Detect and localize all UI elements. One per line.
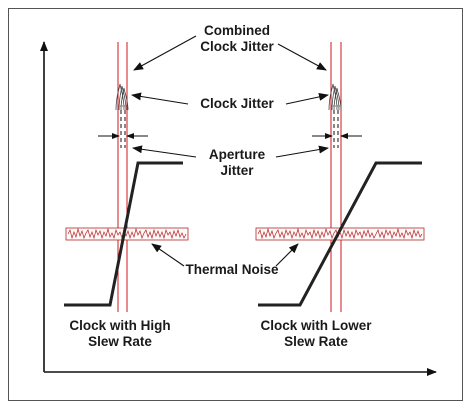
clock-jitter-arrow-left bbox=[131, 92, 189, 105]
clock-jitter-glyph bbox=[115, 83, 129, 111]
aperture-jitter-arrow-right bbox=[275, 145, 329, 158]
thermal-noise-arrow-right bbox=[275, 243, 299, 267]
combined-jitter-arrow-left bbox=[133, 35, 197, 71]
high-slew-clock-waveform bbox=[64, 161, 183, 307]
combined-jitter-arrow-right bbox=[277, 43, 327, 71]
low-slew-label-line1: Clock with Lower bbox=[260, 318, 372, 333]
thermal-noise-arrow-left bbox=[151, 243, 185, 267]
aperture-jitter-label-line1: Aperture bbox=[209, 147, 266, 162]
combined-jitter-label-line1: Combined bbox=[204, 23, 270, 38]
aperture-jitter-arrow-left bbox=[132, 145, 197, 158]
combined-jitter-label-line2: Clock Jitter bbox=[200, 39, 274, 54]
clock-jitter-label: Clock Jitter bbox=[200, 96, 274, 111]
high-slew-label-line1: Clock with High bbox=[69, 318, 170, 333]
clock-jitter-glyph bbox=[328, 83, 342, 111]
thermal-noise-trace bbox=[67, 227, 187, 240]
annotation-arrows bbox=[98, 35, 362, 267]
aperture-jitter-label-line2: Jitter bbox=[220, 163, 254, 178]
low-slew-clock-waveform bbox=[258, 161, 422, 307]
high-slew-clock-group bbox=[64, 42, 189, 312]
low-slew-clock-group bbox=[255, 42, 425, 312]
low-slew-label-line2: Slew Rate bbox=[284, 334, 348, 349]
clock-jitter-arrow-right bbox=[285, 92, 329, 105]
high-slew-label-line2: Slew Rate bbox=[88, 334, 152, 349]
diagram-frame bbox=[8, 8, 463, 401]
thermal-noise-label: Thermal Noise bbox=[185, 262, 279, 277]
